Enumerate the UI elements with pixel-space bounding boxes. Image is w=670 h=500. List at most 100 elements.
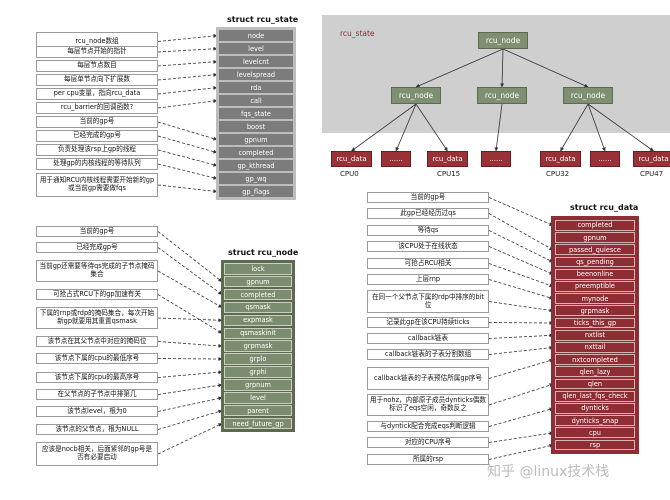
hierarchy-root-node: rcu_node <box>478 32 528 49</box>
rcu-state-field-fqs_state: fqs_state <box>219 108 293 120</box>
rcu-data-desc: 所属的rsp <box>367 454 489 465</box>
rcu-node-field-grpnum: grpnum <box>224 379 292 391</box>
rcu-state-field-level: level <box>219 43 293 55</box>
hierarchy-leaf: rcu_data <box>427 151 468 167</box>
rcu-data-arrow <box>488 358 554 379</box>
rcu-node-field-lock: lock <box>224 263 292 275</box>
rcu-state-arrow <box>157 59 218 67</box>
rcu-data-field-gpnum: gpnum <box>555 232 635 244</box>
hierarchy-edge <box>560 103 589 152</box>
rcu-data-desc: callback链表的子表预估所属gp序号 <box>367 367 489 390</box>
rcu-state-field-rda: rda <box>219 82 293 94</box>
hierarchy-leaf: rcu_data <box>540 151 581 167</box>
rcu-node-desc: 该节点level，根为0 <box>36 406 158 417</box>
rcu-data-desc: 记录此gp在该CPU持续ticks <box>367 317 489 328</box>
rcu-node-field-qsmaskinit: qsmaskinit <box>224 327 292 339</box>
rcu-data-field-cpu: cpu <box>555 427 635 439</box>
rcu-node-field-qsmask: qsmask <box>224 301 292 314</box>
hierarchy-edge <box>502 48 589 88</box>
rcu-data-field-ticks_this_gp: ticks_this_gp <box>555 317 635 329</box>
rcu-data-arrow <box>488 213 554 251</box>
rcu-node-arrow <box>157 396 223 412</box>
hierarchy-child-node: rcu_node <box>391 87 441 104</box>
rcu-data-arrow <box>488 443 554 460</box>
hierarchy-edge <box>415 48 504 88</box>
rcu-node-arrow <box>157 270 223 308</box>
rcu-data-arrow <box>488 345 554 355</box>
rcu-state-desc: 每层单节点向下扩展数 <box>36 74 158 86</box>
rcu-data-field-mynode: mynode <box>555 293 635 305</box>
rcu-node-arrow <box>157 294 223 334</box>
rcu-node-desc: 该节点下属的cpu的最高序号 <box>36 372 158 383</box>
rcu-node-field-completed: completed <box>224 288 292 301</box>
rcu-state-arrow <box>157 121 218 141</box>
rcu-node-desc: 当前gp还需要等待qs完成的子节点掩码集合 <box>36 260 158 282</box>
rcu-data-arrow <box>488 333 554 339</box>
rcu-state-desc: rcu_barrier的回调函数? <box>36 102 158 114</box>
rcu-state-arrow <box>157 99 218 109</box>
hierarchy-child-node: rcu_node <box>563 87 613 104</box>
rcu-data-desc: 可抢占RCU相关 <box>367 258 489 269</box>
rcu-node-arrow <box>157 357 223 362</box>
rcu-data-desc: callback链表 <box>367 333 489 344</box>
rcu-node-desc: 应该是nocb相关，后面紧邻的gp号是否有必要启动 <box>36 442 158 466</box>
connector-layer <box>157 33 654 460</box>
rcu-data-arrow <box>488 321 554 326</box>
rcu-data-arrow <box>488 246 554 275</box>
rcu-node-field-grphi: grphi <box>224 366 292 378</box>
rcu-data-desc: 与dyntick配合完成eqs判断逻辑 <box>367 421 489 432</box>
rcu-node-arrow <box>157 370 223 378</box>
rcu-node-desc: 当前的gp号 <box>36 226 158 237</box>
hierarchy-child-node: rcu_node <box>477 87 527 104</box>
watermark: 知乎 @linux技术栈 <box>487 464 610 480</box>
rcu-data-desc: 当前的gp号 <box>367 192 489 203</box>
rcu-state-desc: 用于通知RCU内核线程需要开始新的gp或当前gp需要做fqs <box>36 173 158 197</box>
rcu-data-field-dynticks: dynticks <box>555 403 635 414</box>
rcu-state-desc: per cpu变量，指向rcu_data <box>36 88 158 100</box>
rcu-data-desc: 此gp已经经历过qs <box>367 208 489 219</box>
cpu-label: CPU15 <box>437 170 461 178</box>
rcu-state-field-call: call <box>219 95 293 107</box>
rcu-state-title: struct rcu_state <box>227 15 299 24</box>
rcu-node-field-level: level <box>224 392 292 404</box>
rcu-state-field-gp_flags: gp_flags <box>219 186 293 198</box>
rcu-data-arrow <box>488 263 554 288</box>
hierarchy-label: rcu_state <box>340 29 375 38</box>
hierarchy-leaf: rcu_data <box>331 151 372 167</box>
hierarchy-edge <box>587 103 654 152</box>
rcu-node-desc: 该节点在其父节点中对应的掩码位 <box>36 336 158 347</box>
rcu-data-desc: callback链表的子表分割数组 <box>367 349 489 360</box>
rcu-data-desc: 在同一个父节点下属的rdp中排序的bit位 <box>367 290 489 313</box>
hierarchy-edge <box>351 103 417 152</box>
hierarchy-edge <box>494 103 503 152</box>
rcu-node-field-grpmask: grpmask <box>224 340 292 352</box>
rcu-data-field-grpmask: grpmask <box>555 305 635 317</box>
rcu-data-field-preemptible: preemptible <box>555 281 635 292</box>
rcu-state-arrow <box>157 184 218 194</box>
cpu-label: CPU0 <box>340 170 359 178</box>
hierarchy-leaf: ...... <box>590 151 620 167</box>
rcu-node-arrow <box>157 383 223 395</box>
rcu-data-desc: 用于nohz，内部原子成员dynticks偶数标识了eqs空闲，奇数反之 <box>367 394 489 416</box>
rcu-state-field-levelspread: levelspread <box>219 69 293 81</box>
rcu-node-desc: 下属的rnp或rdp的掩码集合，每次开始新gp就要用其重置qsmask <box>36 307 158 329</box>
rcu-node-arrow <box>157 247 223 295</box>
rcu-data-arrow <box>488 383 554 406</box>
rcu-node-field-gpnum: gpnum <box>224 275 292 288</box>
rcu-data-arrow <box>488 407 554 427</box>
hierarchy-edge <box>587 103 606 152</box>
rcu-state-arrow <box>157 46 218 53</box>
rcu-state-desc: 负责处理该rsp上gp的线程 <box>36 144 158 156</box>
rcu-state-field-levelcnt: levelcnt <box>219 56 293 68</box>
rcu-node-arrow <box>157 409 223 430</box>
rcu-state-field-node: node <box>219 30 293 42</box>
rcu-node-arrow <box>157 423 223 455</box>
rcu-state-field-completed: completed <box>219 147 293 159</box>
rcu-state-field-boost: boost <box>219 121 293 133</box>
rcu-node-arrow <box>157 341 223 348</box>
rcu-node-desc: 在父节点的子节点中排第几 <box>36 389 158 400</box>
rcu-state-desc: 处理gp的内核线程的等待队列 <box>36 158 158 170</box>
rcu-data-title: struct rcu_data <box>570 203 639 212</box>
rcu-data-arrow <box>488 301 554 313</box>
rcu-state-desc: 每层节点开始的指针 <box>36 46 158 58</box>
